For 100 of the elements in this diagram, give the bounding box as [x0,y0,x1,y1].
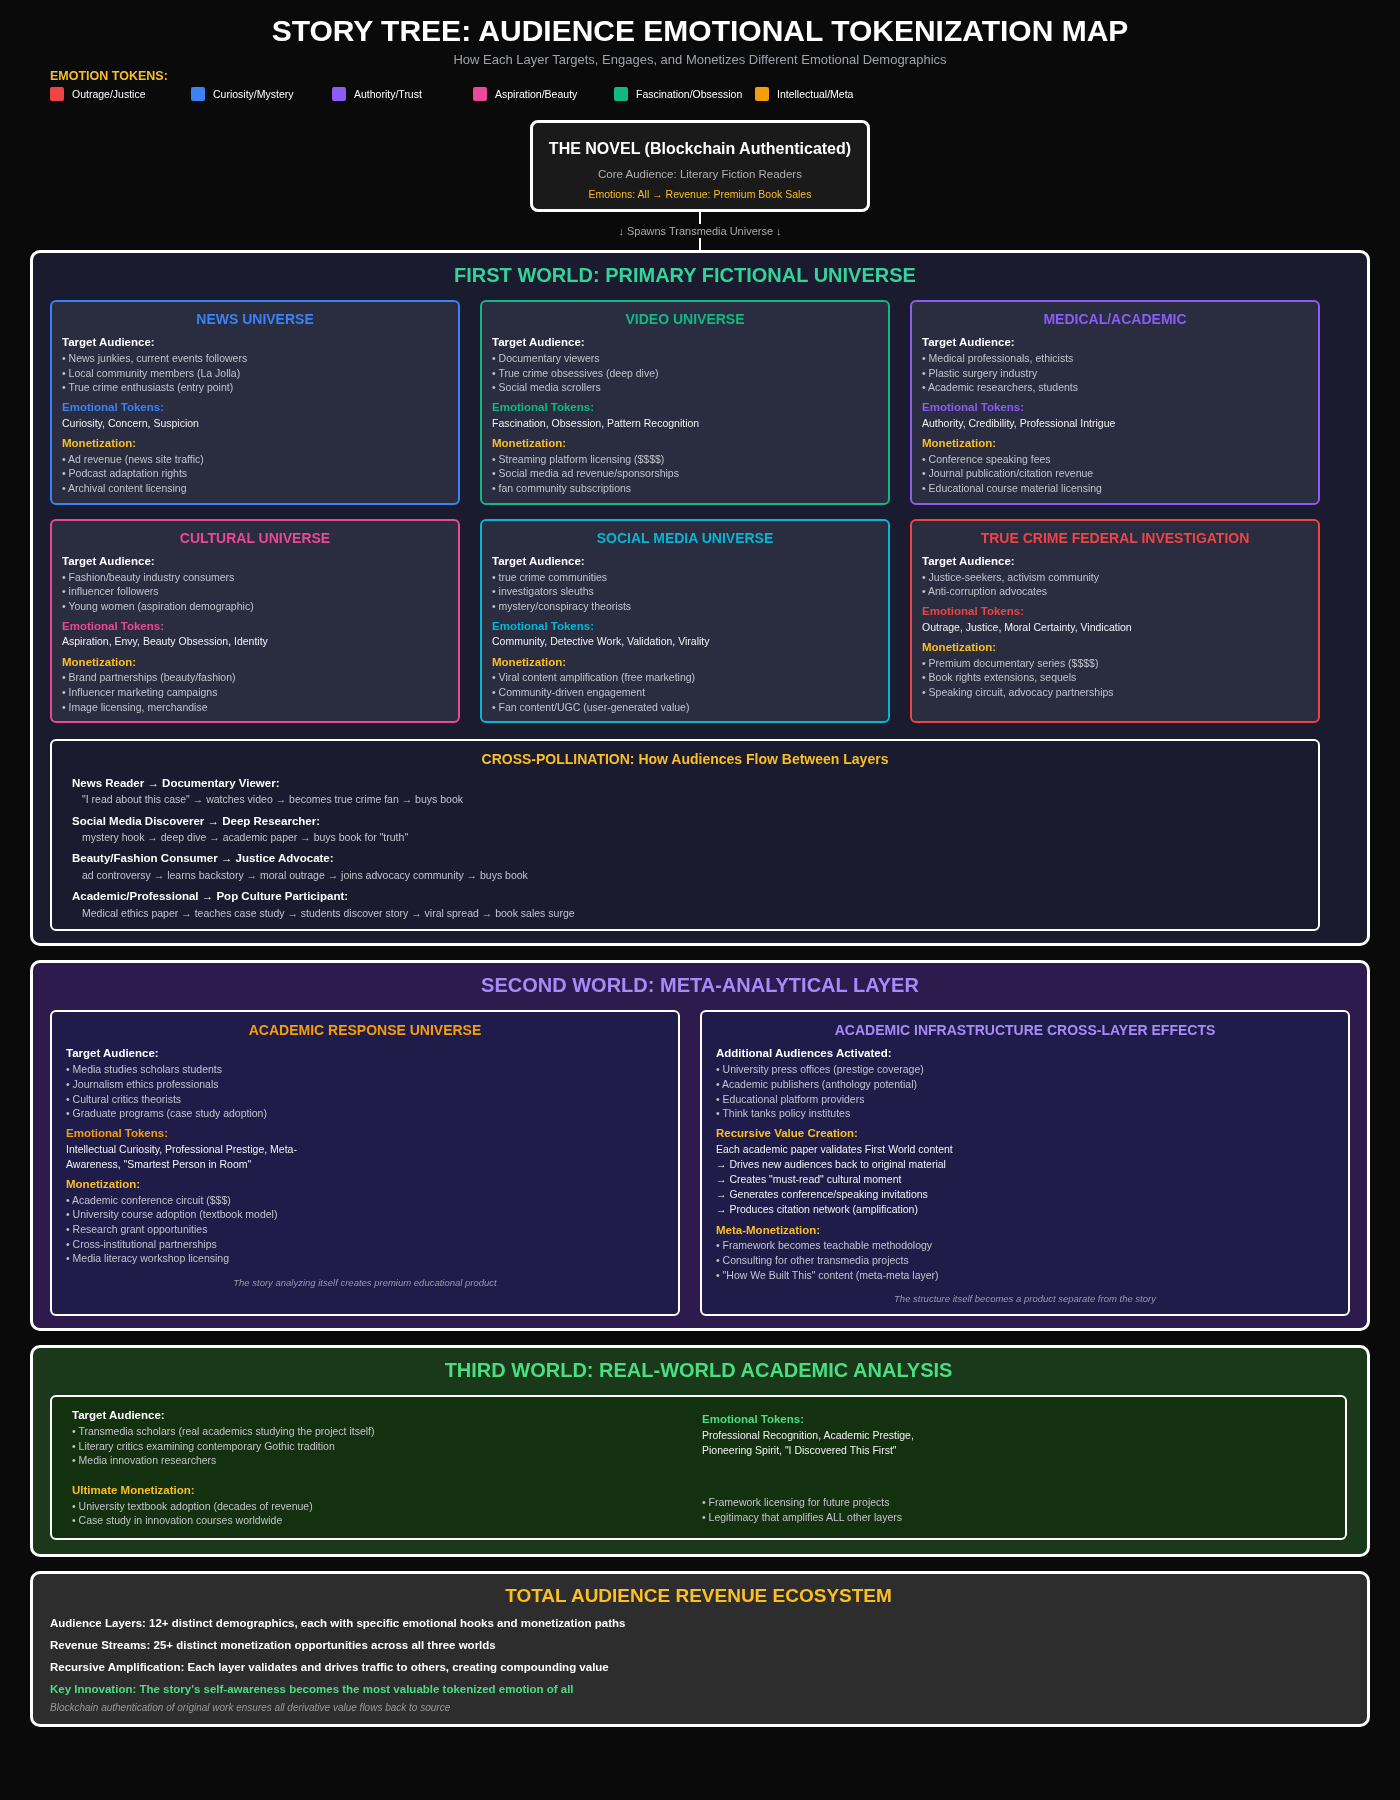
flow-path: "I read about this case" → watches video → becomes true crime fan → buys book [81,792,464,808]
subheading: Emotional Tokens: [492,400,596,416]
subheading: Emotional Tokens: [702,1412,806,1428]
summary-line: Revenue Streams: 25+ distinct monetization opportunities across all three worlds [50,1638,497,1654]
emotion-text: Emotions: All → Revenue: Premium Book Sales [587,186,813,202]
card-title: NEWS UNIVERSE [195,310,315,329]
bullet-item: • Think tanks policy institutes [716,1106,852,1121]
card-title: ACADEMIC INFRASTRUCTURE CROSS-LAYER EFFECTS [833,1021,1217,1041]
subheading: Ultimate Monetization: [72,1482,196,1498]
diagram-title: STORY TREE: AUDIENCE EMOTIONAL TOKENIZATION MAP [270,14,1130,48]
section-heading: SECOND WORLD: META-ANALYTICAL LAYER [480,973,920,999]
bullet-item: • Streaming platform licensing ($$$$) [492,451,666,467]
bullet-item: • Podcast adaptation rights [62,466,189,481]
bullet-item: • Conference speaking fees [922,451,1052,467]
card-title: THE NOVEL (Blockchain Authenticated) [547,139,853,159]
bullet-item: • Young women (aspiration demographic) [62,599,255,614]
card-title: ACADEMIC RESPONSE UNIVERSE [247,1021,483,1041]
universe-card [700,1010,1350,1317]
bullet-item: • "How We Built This" content (meta-meta layer) [716,1267,940,1283]
universe-card [910,300,1320,505]
universe-card [480,300,890,505]
card-title: MEDICAL/ACADEMIC [1042,310,1188,329]
universe-card [910,518,1320,724]
audience-text: Core Audience: Literary Fiction Readers [597,167,803,183]
bullet-item: • Literary critics examining contemporary Gothic tradition [72,1438,336,1454]
subheading: Emotional Tokens: [922,604,1026,619]
summary-line: Key Innovation: The story's self-awareness becomes the most valuable tokenized emotion of all [50,1681,575,1697]
bullet-item: • Book rights extensions, sequels [922,670,1078,685]
subheading: Additional Audiences Activated: [716,1046,893,1062]
legend-label: Fascination/Obsession [636,88,743,100]
bullet-item: • University textbook adoption (decades of revenue) [72,1498,314,1514]
bullet-item: • True crime obsessives (deep dive) [492,365,660,381]
bullet-item: • Research grant opportunities [66,1222,209,1237]
summary-line: Recursive Amplification: Each layer validates and drives traffic to others, creating compounding value [50,1659,610,1675]
subheading: Monetization: [62,435,138,451]
bullet-item: • Anti-corruption advocates [922,584,1049,599]
card-title: CROSS-POLLINATION: How Audiences Flow Between Layers [480,750,890,770]
flow-heading: Social Media Discoverer → Deep Researcher: [72,813,321,829]
bullet-item: • Media literacy workshop licensing [66,1251,230,1267]
bullet-item: • Transmedia scholars (real academics studying the project itself) [72,1423,376,1439]
bullet-item: • Image licensing, merchandise [62,699,209,715]
legend-label: Outrage/Justice [72,88,146,100]
subheading: Emotional Tokens: [922,400,1026,416]
subheading: Emotional Tokens: [66,1125,170,1141]
token-text: → Drives new audiences back to original material [716,1156,947,1172]
token-text: → Creates "must-read" cultural moment [716,1172,903,1187]
bullet-item: • Justice-seekers, activism community [922,569,1100,585]
bullet-item: • Social media scrollers [492,380,602,396]
subheading: Target Audience: [66,1046,160,1062]
section-heading: FIRST WORLD: PRIMARY FICTIONAL UNIVERSE [453,263,917,288]
bullet-item: • Case study in innovation courses worldwide [72,1513,284,1528]
summary-line: Audience Layers: 12+ distinct demographics, each with specific emotional hooks and monetization paths [50,1616,627,1632]
bullet-item: • Fashion/beauty industry consumers [62,569,236,585]
legend-heading: EMOTION TOKENS: [50,69,168,83]
subheading: Emotional Tokens: [492,618,596,634]
bullet-item: • Cross-institutional partnerships [66,1236,218,1252]
bullet-item: • University course adoption (textbook model) [66,1207,279,1223]
bullet-item: • Journal publication/citation revenue [922,466,1095,481]
footnote: Blockchain authentication of original work ensures all derivative value flows back to source [50,1701,452,1716]
token-text: Community, Detective Work, Validation, Virality [492,634,711,650]
world-panel [30,1345,1370,1557]
subheading: Emotional Tokens: [62,618,166,634]
token-text: Professional Recognition, Academic Prestige, Pioneering Spirit, "I Discovered This First" [702,1427,915,1459]
subheading: Monetization: [62,654,138,670]
token-text: Outrage, Justice, Moral Certainty, Vindication [922,619,1133,635]
bullet-item: • Educational platform providers [716,1091,866,1107]
subheading: Target Audience: [62,335,156,351]
bullet-item: • University press offices (prestige coverage) [716,1062,925,1077]
bullet-item: • Media innovation researchers [72,1453,218,1468]
world-panel [30,250,1370,947]
footnote: The story analyzing itself creates premium educational product [232,1276,498,1290]
token-text: Aspiration, Envy, Beauty Obsession, Identity [62,634,269,650]
bullet-item: • Consulting for other transmedia projects [716,1253,910,1268]
bullet-item: • Framework licensing for future projects [702,1494,891,1510]
bullet-item: • mystery/conspiracy theorists [492,599,633,614]
bullet-item: • Social media ad revenue/sponsorships [492,466,680,481]
bullet-item: • Media studies scholars students [66,1062,223,1077]
flow-path: Medical ethics paper → teaches case study → students discover story → viral spread → book sales surge [81,905,576,921]
token-text: → Produces citation network (amplification) [716,1202,919,1218]
subheading: Target Audience: [922,335,1016,351]
token-text: → Generates conference/speaking invitations [716,1187,929,1203]
bullet-item: • Educational course material licensing [922,480,1103,496]
bullet-item: • Plastic surgery industry [922,365,1039,381]
bullet-item: • Graduate programs (case study adoption) [66,1106,268,1121]
universe-card [50,300,460,505]
subheading: Monetization: [66,1177,142,1192]
bullet-item: • Academic researchers, students [922,380,1079,396]
flow-heading: News Reader → Documentary Viewer: [72,775,281,791]
token-text: Intellectual Curiosity, Professional Prestige, Meta-Awareness, "Smartest Person in Room" [66,1141,298,1172]
token-text: Authority, Credibility, Professional Intrigue [922,415,1117,431]
bullet-item: • Viral content amplification (free marketing) [492,670,697,685]
flow-path: ad controversy → learns backstory → moral outrage → joins advocacy community → buys book [81,868,529,884]
bullet-item: • investigators sleuths [492,584,595,599]
subheading: Monetization: [492,435,568,451]
bullet-item: • Legitimacy that amplifies ALL other layers [702,1509,903,1525]
legend-label: Authority/Trust [354,88,422,100]
bullet-item: • Documentary viewers [492,350,601,366]
flow-heading: Beauty/Fashion Consumer → Justice Advocate: [72,851,335,867]
bullet-item: • Archival content licensing [62,480,188,496]
section-heading: TOTAL AUDIENCE REVENUE ECOSYSTEM [504,1583,893,1608]
